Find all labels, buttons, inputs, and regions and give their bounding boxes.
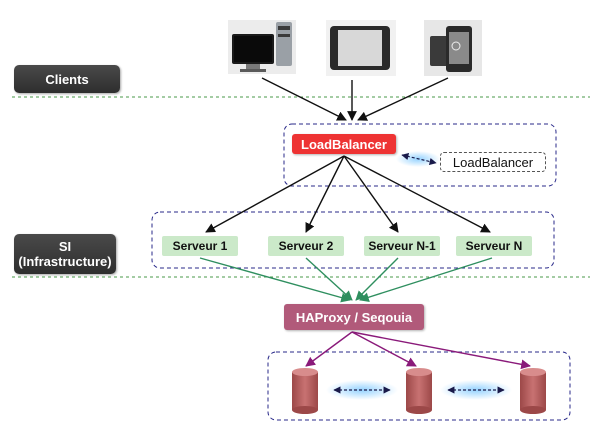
clients-layer-label: Clients xyxy=(14,65,120,93)
server-to-proxy-arrow xyxy=(305,257,353,301)
si-label-line2: (Infrastructure) xyxy=(18,254,112,269)
lb-to-server-arrow xyxy=(305,155,345,233)
proxy-to-db-arrow xyxy=(351,331,531,370)
server-group xyxy=(151,211,555,269)
client-to-lb-arrow xyxy=(357,77,449,121)
server-node: Serveur 2 xyxy=(268,236,344,256)
server-node: Serveur 1 xyxy=(162,236,238,256)
desktop-monitor-icon xyxy=(228,20,296,74)
server-to-proxy-arrow xyxy=(355,257,399,301)
database-icon xyxy=(292,368,318,414)
tablet-icon xyxy=(326,20,396,76)
client-to-lb-arrow xyxy=(261,77,347,121)
database-group xyxy=(267,351,571,421)
load-balancer-group xyxy=(283,123,557,187)
si-layer-label: SI (Infrastructure) xyxy=(14,234,116,274)
proxy-to-db-arrow xyxy=(351,331,417,367)
database-icon xyxy=(406,368,432,414)
load-balancer-primary: LoadBalancer xyxy=(292,134,396,154)
server-to-proxy-arrow xyxy=(199,257,351,303)
failover-link xyxy=(401,152,437,166)
proxy-to-db-arrow xyxy=(305,331,353,367)
haproxy-node: HAProxy / Seqouia xyxy=(284,304,424,330)
lb-to-server-arrow xyxy=(343,155,491,233)
database-icon xyxy=(520,368,546,414)
server-to-proxy-arrow xyxy=(359,257,493,302)
server-node: Serveur N xyxy=(456,236,532,256)
clients-label-text: Clients xyxy=(45,71,89,87)
load-balancer-secondary: LoadBalancer xyxy=(440,152,546,172)
si-label-line1: SI xyxy=(58,239,72,254)
lb-to-server-arrow xyxy=(205,155,345,233)
lb-to-server-arrow xyxy=(343,155,399,233)
server-node: Serveur N-1 xyxy=(364,236,440,256)
smartphone-icon xyxy=(424,20,482,76)
